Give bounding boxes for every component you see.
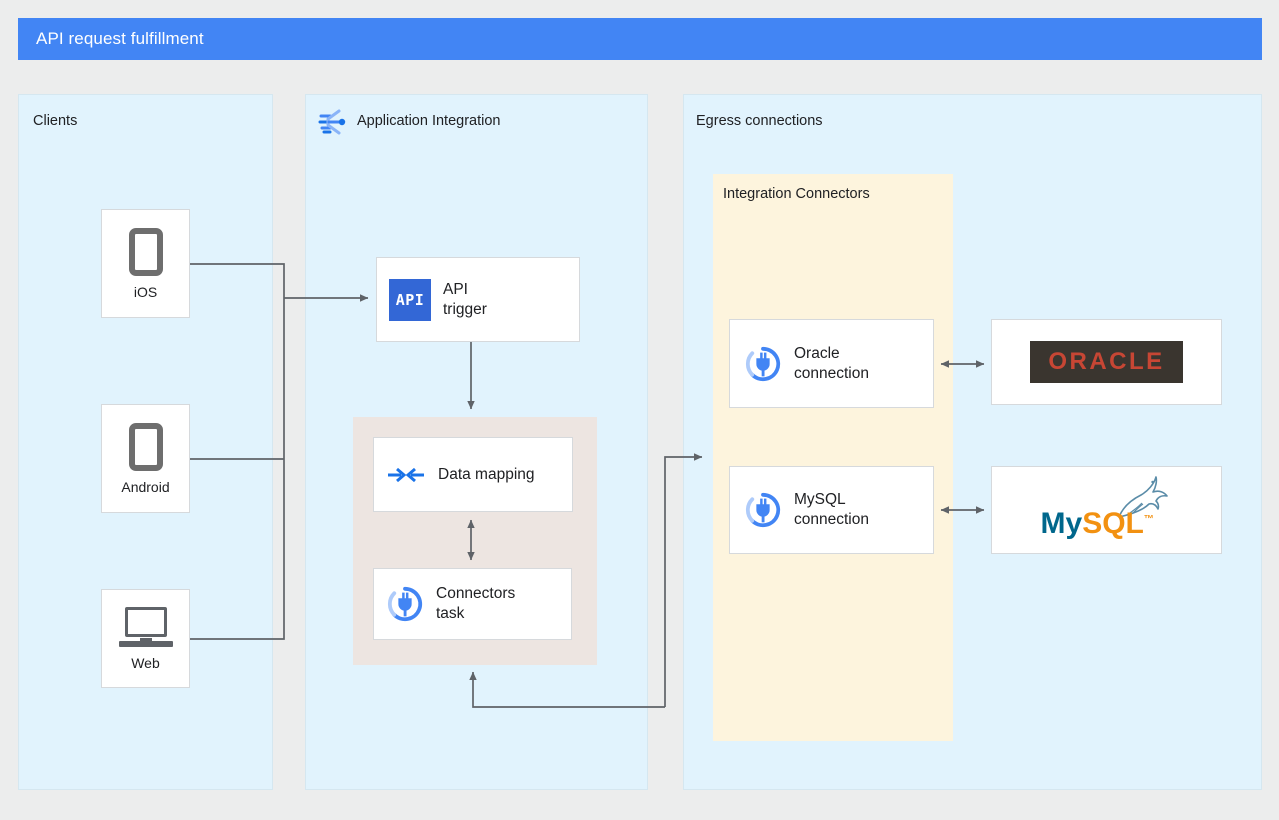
api-badge-icon: API <box>389 278 431 321</box>
phone-icon <box>128 422 163 471</box>
oracle-logo: ORACLE <box>1030 341 1183 383</box>
data-mapping-icon <box>386 462 426 488</box>
mysql-wordmark-sql: SQL <box>1082 507 1144 540</box>
connector-plug-icon <box>744 345 782 383</box>
node-android[interactable]: Android <box>101 404 190 513</box>
phone-icon <box>128 227 163 276</box>
node-oracle-connection[interactable]: Oracle connection <box>729 319 934 408</box>
application-integration-icon <box>317 106 349 138</box>
laptop-icon <box>118 606 173 647</box>
node-connectors-task-label: Connectors task <box>436 585 516 622</box>
connector-plug-icon <box>744 491 782 529</box>
mysql-logo: MySQL™ <box>1040 476 1173 543</box>
node-api-trigger-label: API trigger <box>443 280 487 318</box>
panel-application-integration-title: Application Integration <box>357 113 501 129</box>
node-data-mapping-label: Data mapping <box>438 465 535 483</box>
node-ios-label: iOS <box>133 283 158 300</box>
node-web[interactable]: Web <box>101 589 190 688</box>
node-oracle-connection-label: Oracle connection <box>794 344 869 382</box>
dolphin-icon <box>1107 473 1169 526</box>
mysql-wordmark-my: My <box>1040 507 1083 540</box>
panel-clients-title: Clients <box>33 113 78 129</box>
api-badge-text: API <box>389 278 431 321</box>
node-api-trigger[interactable]: API API trigger <box>376 257 580 342</box>
node-connectors-task[interactable]: Connectors task <box>373 568 572 640</box>
mysql-trademark: ™ <box>1143 514 1154 525</box>
node-mysql-system[interactable]: MySQL™ <box>991 466 1222 554</box>
node-mysql-connection[interactable]: MySQL connection <box>729 466 934 554</box>
page-title: API request fulfillment <box>36 29 204 48</box>
node-oracle-system[interactable]: ORACLE <box>991 319 1222 405</box>
diagram-title-bar: API request fulfillment <box>18 18 1262 60</box>
node-android-label: Android <box>121 478 170 495</box>
node-mysql-connection-label: MySQL connection <box>794 491 869 528</box>
group-integration-connectors-title: Integration Connectors <box>723 186 870 202</box>
node-data-mapping[interactable]: Data mapping <box>373 437 573 512</box>
panel-egress-title: Egress connections <box>696 113 823 129</box>
node-ios[interactable]: iOS <box>101 209 190 318</box>
node-web-label: Web <box>131 654 160 671</box>
connector-plug-icon <box>386 585 424 623</box>
group-integration-connectors <box>713 174 953 741</box>
